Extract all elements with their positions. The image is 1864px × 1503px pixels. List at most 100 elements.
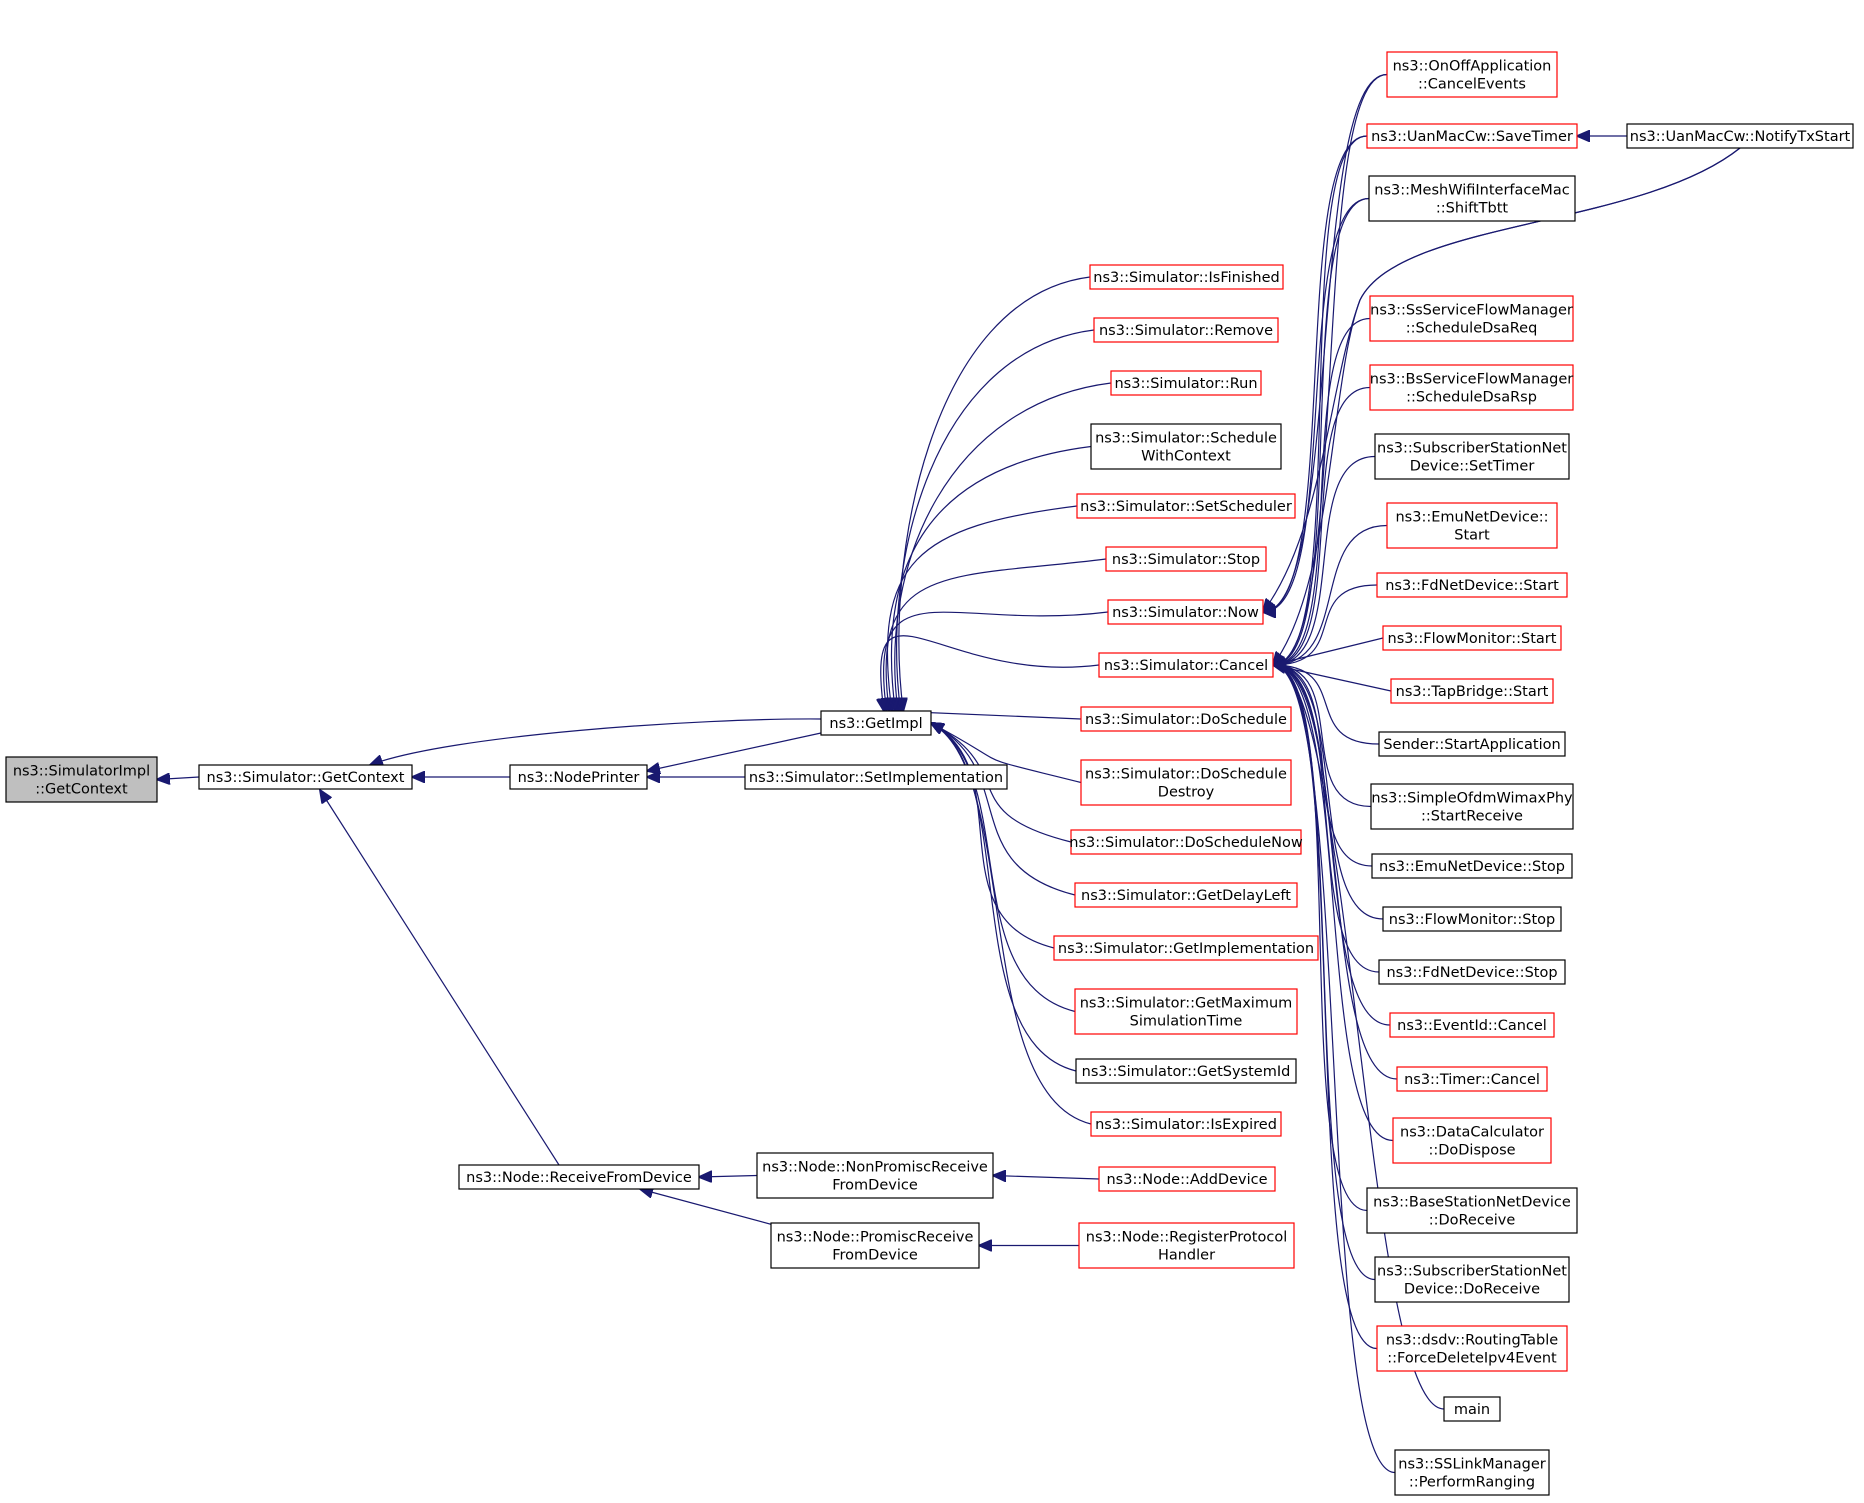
node-box: [1078, 1222, 1295, 1269]
node-label: ns3::SsServiceFlowManager: [1370, 303, 1573, 319]
node-timer_cancel[interactable]: ns3::Timer::Cancel: [1396, 1066, 1548, 1092]
node-ss_dsareq[interactable]: ns3::SsServiceFlowManager::ScheduleDsaRe…: [1369, 295, 1574, 342]
node-bs_dsarsp[interactable]: ns3::BsServiceFlowManager::ScheduleDsaRs…: [1369, 364, 1574, 411]
node-setsched[interactable]: ns3::Simulator::SetScheduler: [1076, 493, 1296, 519]
node-remove[interactable]: ns3::Simulator::Remove: [1093, 317, 1279, 343]
node-uan_notify[interactable]: ns3::UanMacCw::NotifyTxStart: [1626, 123, 1854, 149]
node-label: ns3::Timer::Cancel: [1404, 1072, 1540, 1088]
node-label: ns3::DataCalculator: [1400, 1125, 1544, 1141]
node-sslink[interactable]: ns3::SSLinkManager::PerformRanging: [1394, 1449, 1550, 1496]
node-label: ns3::Simulator::Stop: [1112, 552, 1260, 568]
node-cancel[interactable]: ns3::Simulator::Cancel: [1098, 652, 1274, 678]
edge-emu_start-to-cancel: [1273, 524, 1388, 666]
node-getsysid[interactable]: ns3::Simulator::GetSystemId: [1075, 1058, 1297, 1084]
edge-uan_savetimer-to-now: [1263, 135, 1368, 612]
node-nodeprinter[interactable]: ns3::NodePrinter: [509, 764, 648, 790]
node-label: ns3::Node::PromiscReceive: [777, 1230, 974, 1246]
node-label: ns3::FlowMonitor::Stop: [1389, 912, 1555, 928]
node-now[interactable]: ns3::Simulator::Now: [1107, 599, 1264, 625]
node-box: [1374, 433, 1570, 480]
node-fd_start[interactable]: ns3::FdNetDevice::Start: [1376, 572, 1568, 598]
node-box: [509, 764, 648, 790]
node-label: ns3::Simulator::Run: [1114, 376, 1257, 392]
node-ofdm_recv[interactable]: ns3::SimpleOfdmWimaxPhy::StartReceive: [1370, 783, 1574, 830]
edge-getimpl-to-nodeprinter: [647, 732, 822, 771]
node-flow_start[interactable]: ns3::FlowMonitor::Start: [1382, 625, 1562, 651]
node-mesh_shift[interactable]: ns3::MeshWifiInterfaceMac::ShiftTbtt: [1368, 175, 1576, 222]
node-eventid_cancel[interactable]: ns3::EventId::Cancel: [1389, 1012, 1555, 1038]
node-flow_stop[interactable]: ns3::FlowMonitor::Stop: [1382, 906, 1562, 932]
node-node_adddev[interactable]: ns3::Node::AddDevice: [1098, 1166, 1276, 1192]
node-label: Handler: [1158, 1248, 1215, 1264]
node-box: [1370, 783, 1574, 830]
node-label: ::ScheduleDsaRsp: [1406, 390, 1537, 406]
node-label: ns3::OnOffApplication: [1393, 59, 1552, 75]
node-getimplementation[interactable]: ns3::Simulator::GetImplementation: [1053, 935, 1319, 961]
node-emu_stop[interactable]: ns3::EmuNetDevice::Stop: [1371, 853, 1573, 879]
node-box: [1389, 1012, 1555, 1038]
edge-fd_start-to-cancel: [1273, 584, 1378, 665]
edge-datacalc-to-cancel: [1273, 665, 1394, 1142]
node-label: ::DoReceive: [1429, 1213, 1516, 1229]
node-root[interactable]: ns3::SimulatorImpl::GetContext: [5, 756, 158, 803]
node-fd_stop[interactable]: ns3::FdNetDevice::Stop: [1378, 959, 1566, 985]
node-box: [1074, 882, 1298, 908]
node-label: ns3::Simulator::DoScheduleNow: [1069, 835, 1303, 851]
node-tap_start[interactable]: ns3::TapBridge::Start: [1390, 678, 1554, 704]
node-isexpired[interactable]: ns3::Simulator::IsExpired: [1090, 1111, 1282, 1137]
node-box: [1376, 1325, 1568, 1372]
node-label: ns3::Simulator::GetImplementation: [1058, 941, 1314, 957]
node-box: [1386, 51, 1558, 98]
node-label: ns3::UanMacCw::SaveTimer: [1371, 129, 1573, 145]
node-ssnd_settimer[interactable]: ns3::SubscriberStationNetDevice::SetTime…: [1374, 433, 1570, 480]
node-doschednow[interactable]: ns3::Simulator::DoScheduleNow: [1069, 829, 1303, 855]
edges-layer: [157, 73, 1741, 1474]
edge-node_recv-to-sim_getcontext: [320, 790, 560, 1166]
node-emu_start[interactable]: ns3::EmuNetDevice::Start: [1386, 502, 1558, 549]
node-label: ns3::Simulator::IsExpired: [1095, 1117, 1277, 1133]
node-ssnd_recv[interactable]: ns3::SubscriberStationNetDevice::DoRecei…: [1374, 1256, 1570, 1303]
edge-stop-to-getimpl: [886, 558, 1107, 711]
node-getdelayleft[interactable]: ns3::Simulator::GetDelayLeft: [1074, 882, 1298, 908]
node-label: Destroy: [1158, 785, 1215, 801]
node-box: [1075, 1058, 1297, 1084]
node-getimpl[interactable]: ns3::GetImpl: [820, 710, 932, 736]
node-bsnd_recv[interactable]: ns3::BaseStationNetDevice::DoReceive: [1366, 1187, 1578, 1234]
node-node_recv[interactable]: ns3::Node::ReceiveFromDevice: [458, 1164, 700, 1190]
node-label: ns3::Simulator::DoSchedule: [1085, 767, 1287, 783]
node-setimpl[interactable]: ns3::Simulator::SetImplementation: [744, 764, 1008, 790]
node-isfinished[interactable]: ns3::Simulator::IsFinished: [1089, 264, 1284, 290]
node-sender_start[interactable]: Sender::StartApplication: [1378, 731, 1566, 757]
node-main[interactable]: main: [1443, 1396, 1501, 1422]
node-box: [1053, 935, 1319, 961]
node-stop[interactable]: ns3::Simulator::Stop: [1105, 546, 1267, 572]
node-box: [756, 1152, 994, 1199]
node-onoff_cancel[interactable]: ns3::OnOffApplication::CancelEvents: [1386, 51, 1558, 98]
node-datacalc[interactable]: ns3::DataCalculator::DoDispose: [1392, 1117, 1552, 1164]
edge-mesh_shift-to-cancel: [1273, 197, 1370, 666]
node-uan_savetimer[interactable]: ns3::UanMacCw::SaveTimer: [1366, 123, 1578, 149]
node-sim_getcontext[interactable]: ns3::Simulator::GetContext: [198, 764, 413, 790]
node-dosched[interactable]: ns3::Simulator::DoSchedule: [1080, 706, 1292, 732]
node-box: [1386, 502, 1558, 549]
node-run[interactable]: ns3::Simulator::Run: [1110, 370, 1262, 396]
node-box: [1378, 731, 1566, 757]
node-box: [744, 764, 1008, 790]
node-box: [1390, 678, 1554, 704]
node-box: [1368, 175, 1576, 222]
node-dsdv[interactable]: ns3::dsdv::RoutingTable::ForceDeleteIpv4…: [1376, 1325, 1568, 1372]
node-box: [1098, 1166, 1276, 1192]
node-box: [1070, 829, 1302, 855]
node-label: ::DoDispose: [1428, 1143, 1515, 1159]
node-label: ns3::UanMacCw::NotifyTxStart: [1630, 129, 1851, 145]
node-label: ns3::Simulator::DoSchedule: [1085, 712, 1287, 728]
edge-isfinished-to-getimpl: [899, 276, 1091, 711]
node-box: [1366, 1187, 1578, 1234]
